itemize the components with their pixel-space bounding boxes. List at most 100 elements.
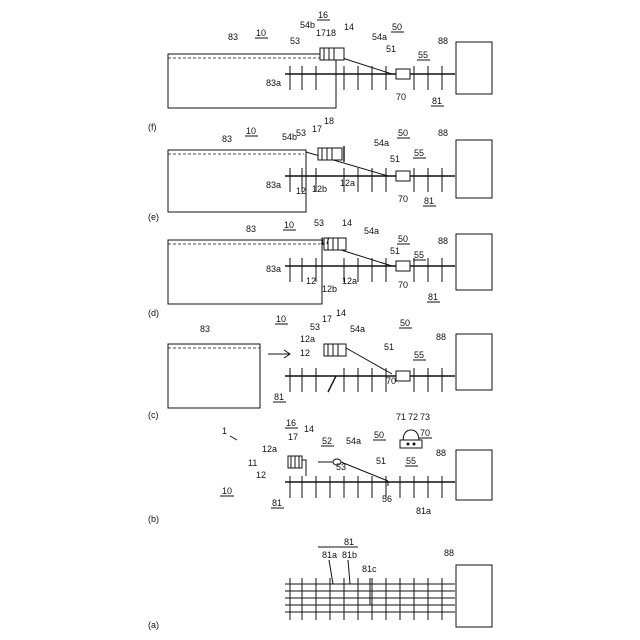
label-e-50: 50 [398,128,408,138]
label-a-81: 81 [344,537,354,547]
label-c-14: 14 [336,308,346,318]
label-c-70: 70 [386,376,396,386]
label-a-81b: 81b [342,550,357,560]
panel-d: (d) 83 10 53 17 14 54a 51 50 [148,218,492,318]
panel-e-sheet-83 [168,150,306,212]
label-b-1: 1 [222,426,227,436]
label-e-54b: 54b [282,132,297,142]
label-e-55: 55 [414,148,424,158]
label-e-12a: 12a [340,178,355,188]
panel-c: (c) 83 10 12a 53 17 14 [148,308,492,420]
label-f-10: 10 [256,28,266,38]
label-d-14: 14 [342,218,352,228]
label-f-51: 51 [386,44,396,54]
panel-e-wall-88 [456,140,492,198]
label-b-10: 10 [222,486,232,496]
label-e-10: 10 [246,126,256,136]
label-f-53: 53 [290,36,300,46]
label-d-70: 70 [398,280,408,290]
label-a-88: 88 [444,548,454,558]
label-f-14: 14 [344,22,354,32]
label-b-11: 11 [248,458,257,468]
label-e-70: 70 [398,194,408,204]
label-d-81: 81 [428,292,438,302]
label-f-54b: 54b [300,20,315,30]
panel-f-sheet-83 [168,54,336,108]
label-c-88: 88 [436,332,446,342]
label-b-56: 56 [382,494,392,504]
label-a-81a: 81a [322,550,337,560]
panel-e-caption: (e) [148,212,159,222]
label-b-71: 71 [396,412,406,422]
label-e-53: 53 [296,128,306,138]
label-b-50: 50 [374,430,384,440]
label-d-17: 17 [320,236,330,246]
label-c-83: 83 [200,324,210,334]
label-f-50: 50 [392,22,402,32]
panel-b-wall-88 [456,450,492,500]
label-b-51: 51 [376,456,386,466]
panel-b-fence-posts [290,476,442,498]
label-b-12: 12 [256,470,266,480]
label-d-88: 88 [438,236,448,246]
label-d-12b: 12b [322,284,337,294]
label-f-70: 70 [396,92,406,102]
label-c-17: 17 [322,314,332,324]
label-a-81c: 81c [362,564,377,574]
label-e-83a: 83a [266,180,281,190]
label-c-12a: 12a [300,334,315,344]
label-b-53: 53 [336,462,346,472]
label-b-14: 14 [304,424,314,434]
label-d-51: 51 [390,246,400,256]
panel-e: (e) 83 10 54b 53 17 18 54a 5 [148,116,492,222]
label-f-16: 16 [318,10,328,20]
label-f-55: 55 [418,50,428,60]
panel-d-connector-55 [396,261,410,271]
label-d-83: 83 [246,224,256,234]
label-d-50: 50 [398,234,408,244]
panel-f-caption: (f) [148,122,157,132]
panel-c-clamp-17 [324,344,346,356]
label-b-52: 52 [322,436,332,446]
label-e-12: 12 [296,186,306,196]
label-e-83: 83 [222,134,232,144]
label-d-12: 12 [306,276,316,286]
label-c-51: 51 [384,342,394,352]
label-e-88: 88 [438,128,448,138]
label-b-88: 88 [436,448,446,458]
label-d-83a: 83a [266,264,281,274]
label-f-18: 18 [326,28,336,38]
panel-d-wall-88 [456,234,492,290]
panel-c-caption: (c) [148,410,159,420]
label-b-72: 72 [408,412,418,422]
panel-a-wall-88 [456,565,492,627]
label-b-54a: 54a [346,436,361,446]
label-c-53: 53 [310,322,320,332]
label-c-81: 81 [274,392,284,402]
label-f-83a: 83a [266,78,281,88]
label-d-12a: 12a [342,276,357,286]
label-d-55: 55 [414,250,424,260]
label-f-88: 88 [438,36,448,46]
label-e-81: 81 [424,196,434,206]
label-e-17: 17 [312,124,322,134]
label-b-73: 73 [420,412,430,422]
label-b-70: 70 [420,428,430,438]
label-c-12: 12 [300,348,310,358]
label-e-51: 51 [390,154,400,164]
panel-c-sheet-83 [168,344,260,408]
label-b-12a: 12a [262,444,277,454]
panel-f-wall-88 [456,42,492,94]
panel-c-wall-88 [456,334,492,390]
panel-b: (b) [148,412,492,524]
label-d-54a: 54a [364,226,379,236]
label-c-50: 50 [400,318,410,328]
label-e-12b: 12b [312,184,327,194]
label-f-83: 83 [228,32,238,42]
label-d-10: 10 [284,220,294,230]
label-b-17: 17 [288,432,298,442]
label-e-18: 18 [324,116,334,126]
label-e-54a: 54a [374,138,389,148]
label-c-10: 10 [276,314,286,324]
